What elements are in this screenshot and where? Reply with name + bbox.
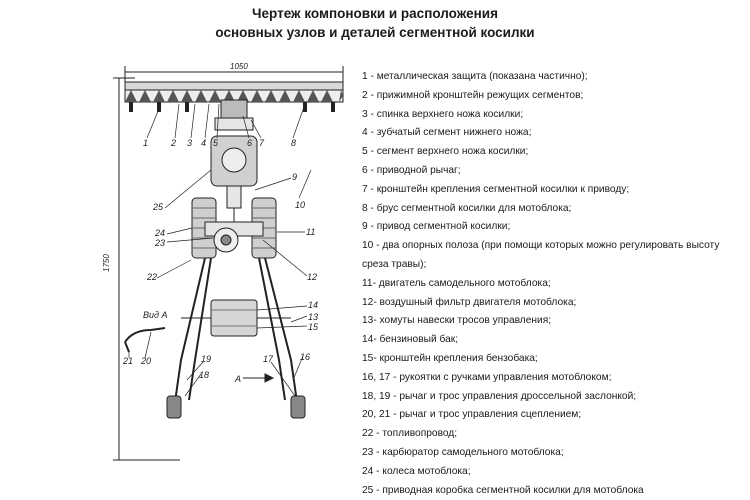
callout-1: 1	[143, 138, 148, 148]
callout-3: 3	[187, 138, 192, 148]
wheels	[191, 197, 277, 259]
callout-15: 15	[308, 322, 319, 332]
callout-25: 25	[152, 202, 164, 212]
legend-item: 5 - сегмент верхнего ножа косилки;	[362, 146, 529, 158]
handle-frame	[174, 257, 298, 403]
callout-5: 5	[213, 138, 219, 148]
right-grip	[290, 395, 306, 419]
callout-16: 16	[300, 352, 310, 362]
legend-item: 7 - кронштейн крепления сегментной косил…	[362, 183, 630, 195]
callout-19: 19	[201, 354, 211, 364]
callout-11: 11	[306, 227, 315, 237]
callout-17: 17	[263, 354, 274, 364]
view-arrow	[243, 373, 275, 383]
legend-item: 18, 19 - рычаг и трос управления дроссел…	[362, 390, 637, 402]
legend-item: 12- воздушный фильтр двигателя мотоблока…	[362, 296, 577, 308]
callout-10: 10	[295, 200, 305, 210]
legend-item: 20, 21 - рычаг и трос управления сцеплен…	[362, 409, 582, 421]
callout-7: 7	[259, 138, 265, 148]
legend-item: 22 - топливопровод;	[362, 428, 458, 440]
callout-22: 22	[146, 272, 157, 282]
legend-item: 6 - приводной рычаг;	[362, 164, 461, 176]
legend-item: 16, 17 - рукоятки с ручками управления м…	[362, 371, 612, 383]
legend-item: 25 - приводная коробка сегментной косилк…	[362, 484, 644, 496]
callout-24: 24	[154, 228, 165, 238]
legend-item: 2 - прижимной кронштейн режущих сегменто…	[362, 89, 584, 101]
legend-item: 24 - колеса мотоблока;	[362, 465, 471, 477]
legend-item: 14- бензиновый бак;	[362, 334, 459, 346]
callout-14: 14	[308, 300, 318, 310]
view-a-detail	[124, 327, 166, 353]
title-line-1: Чертеж компоновки и расположения	[252, 6, 498, 21]
legend-item: 8 - брус сегментной косилки для мотоблок…	[362, 202, 572, 214]
callout-20: 20	[140, 356, 151, 366]
legend-item: 15- кронштейн крепления бензобака;	[362, 352, 538, 364]
callout-23: 23	[154, 238, 165, 248]
parts-legend: 1 - металлическая защита (показана части…	[362, 68, 747, 500]
callout-6: 6	[247, 138, 252, 148]
title-line-2: основных узлов и деталей сегментной коси…	[215, 25, 535, 40]
legend-item: 23 - карбюратор самодельного мотоблока;	[362, 446, 564, 458]
callout-13: 13	[308, 312, 318, 322]
legend-item: 4 - зубчатый сегмент нижнего ножа;	[362, 127, 532, 139]
legend-item: 10 - два опорных полоза (при помощи кото…	[362, 240, 720, 270]
callout-21: 21	[122, 356, 133, 366]
left-grip	[166, 395, 182, 419]
cutter-bar	[124, 81, 344, 112]
callout-18: 18	[199, 370, 209, 380]
legend-item: 9 - привод сегментной косилки;	[362, 221, 511, 233]
height-dimension-label: 1750	[102, 254, 111, 272]
handle-grips	[166, 395, 306, 419]
legend-item: 3 - спинка верхнего ножа косилки;	[362, 108, 524, 120]
width-dimension-label: 1050	[230, 62, 248, 71]
leader-lines	[128, 103, 312, 397]
cutter-teeth	[125, 90, 343, 102]
drawing-title: Чертеж компоновки и расположения основны…	[150, 4, 600, 42]
callout-4: 4	[201, 138, 206, 148]
callout-2: 2	[170, 138, 176, 148]
legend-item: 1 - металлическая защита (показана части…	[362, 71, 588, 82]
mower-drawing: Вид А А 1050 1750 1 2 3 4 5 6 7 8 9 10 1…	[102, 62, 344, 461]
fuel-tank	[210, 299, 258, 337]
legend-item: 13- хомуты навески тросов управления;	[362, 315, 552, 327]
callout-9: 9	[292, 172, 297, 182]
legend-item: 11- двигатель самодельного мотоблока;	[362, 277, 551, 289]
callout-8: 8	[291, 138, 296, 148]
callout-12: 12	[307, 272, 317, 282]
drive-assembly	[210, 99, 258, 225]
view-a-label: Вид А	[143, 310, 168, 320]
view-arrow-label: А	[234, 374, 241, 384]
